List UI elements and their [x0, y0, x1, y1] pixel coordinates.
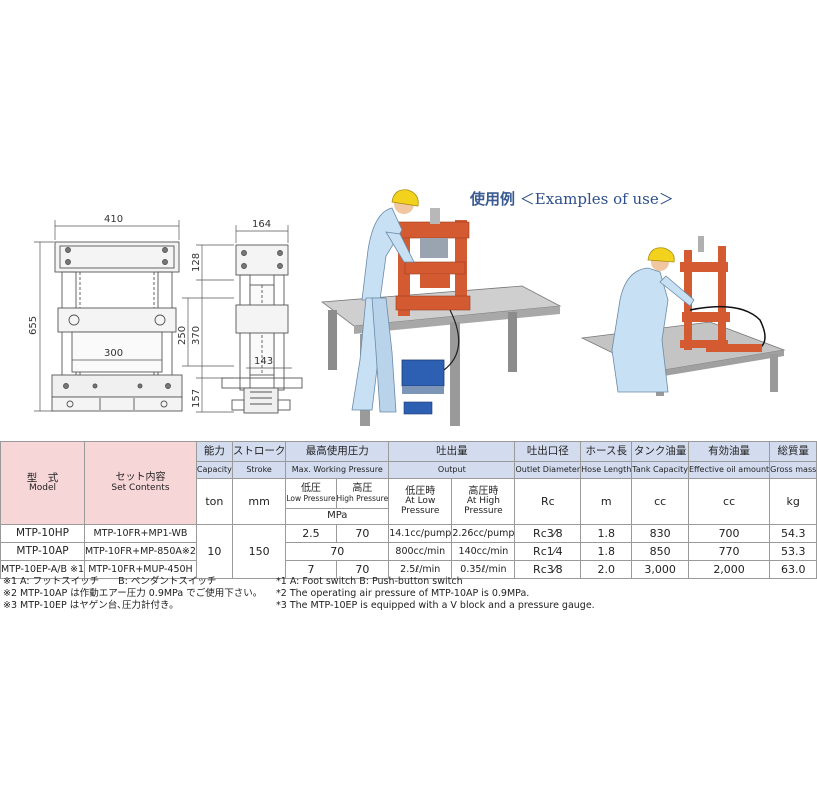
note-en-1: *1 A: Foot switch B: Push-button switch — [276, 576, 463, 587]
note-jp-3: ※3 MTP-10EP はヤゲン台､圧力計付き。 — [3, 600, 179, 611]
stroke-unit: mm — [231, 478, 287, 525]
dim-top-height: 128 — [191, 253, 202, 272]
table-row: MTP-10EP-A/B ※1 MTP-10FR+MUP-450H 7 70 2… — [0, 560, 817, 579]
gross-header-en: Gross mass — [769, 461, 817, 479]
set-contents-header: セット内容 Set Contents — [84, 441, 197, 525]
low-pressure-header: 低圧 Low Pressure — [285, 478, 337, 509]
illustration-worker-press — [320, 189, 562, 426]
note-en-2: *2 The operating air pressure of MTP-10A… — [276, 588, 530, 599]
gross-header-jp: 総質量 — [769, 441, 817, 462]
row1-outlet: Rc3⁄8 — [514, 524, 582, 543]
front-dimension-lines — [34, 220, 180, 412]
front-view-drawing — [51, 241, 183, 412]
note-jp-1: ※1 A: フットスイッチ B: ペンダントスイッチ — [3, 576, 217, 587]
examples-title-en: ＜Examples of use＞ — [519, 190, 674, 208]
note-jp-2: ※2 MTP-10AP は作動エアー圧力 0.9MPa でご使用下さい。 — [3, 588, 263, 599]
row3-set: MTP-10FR+MUP-450H — [84, 560, 197, 579]
outlet-unit: Rc — [514, 478, 582, 525]
tank-header-en: Tank Capacity — [631, 461, 689, 479]
row3-low: 7 — [285, 560, 337, 579]
high-pressure-header: 高圧 High Pressure — [335, 478, 390, 509]
row1-effective: 700 — [687, 524, 771, 543]
row2-model: MTP-10AP — [0, 542, 86, 561]
shared-stroke: 150 — [231, 524, 287, 579]
pressure-header-jp: 最高使用圧力 — [285, 441, 390, 462]
effective-header-jp: 有効油量 — [687, 441, 771, 462]
footnotes-en: *1 A: Foot switch B: Push-button switch … — [276, 576, 595, 612]
dimension-labels: 410 164 655 128 370 250 300 143 157 — [28, 214, 273, 408]
row2-tank: 850 — [631, 542, 689, 561]
tank-header-jp: タンク油量 — [631, 441, 689, 462]
row1-hose: 1.8 — [580, 524, 633, 543]
row1-high: 70 — [335, 524, 390, 543]
stroke-header-jp: ストローク — [231, 441, 287, 462]
effective-header-en: Effective oil amount — [687, 461, 771, 479]
dim-base-depth: 143 — [254, 356, 273, 367]
hose-header-en: Hose Length — [580, 461, 633, 479]
dim-inner-height: 250 — [177, 326, 188, 345]
examples-of-use-title: 使用例 ＜Examples of use＞ — [470, 188, 674, 209]
row1-low: 2.5 — [285, 524, 337, 543]
stroke-header-en: Stroke — [231, 461, 287, 479]
row3-out-low: 2.5ℓ/min — [388, 560, 453, 579]
row2-gross: 53.3 — [769, 542, 817, 561]
hose-header-jp: ホース長 — [580, 441, 633, 462]
row1-gross: 54.3 — [769, 524, 817, 543]
footnotes-jp: ※1 A: フットスイッチ B: ペンダントスイッチ ※2 MTP-10AP は… — [3, 576, 262, 612]
note-en-3: *3 The MTP-10EP is equipped with a V blo… — [276, 600, 595, 611]
row2-hose: 1.8 — [580, 542, 633, 561]
output-high-header: 高圧時 At High Pressure — [451, 478, 516, 525]
row3-tank: 3,000 — [631, 560, 689, 579]
side-view-drawing — [221, 244, 303, 414]
row3-effective: 2,000 — [687, 560, 771, 579]
dim-side-width: 164 — [252, 219, 271, 230]
row1-tank: 830 — [631, 524, 689, 543]
row3-outlet: Rc3⁄8 — [514, 560, 582, 579]
table-row: MTP-10HP MTP-10FR+MP1-WB 10 150 2.5 70 1… — [0, 524, 817, 579]
row2-out-high: 140cc/min — [451, 542, 516, 561]
capacity-unit: ton — [195, 478, 233, 525]
dim-mid-height: 370 — [191, 326, 202, 345]
row2-set: MTP-10FR+MP-850A※2 — [84, 542, 197, 561]
outlet-header-en: Outlet Diameter — [514, 461, 582, 479]
output-low-header: 低圧時 At Low Pressure — [388, 478, 453, 525]
row2-pressure: 70 — [285, 542, 390, 561]
pressure-header-en: Max. Working Pressure — [285, 461, 390, 479]
capacity-header-en: Capacity — [195, 461, 233, 479]
dim-front-width: 410 — [104, 214, 123, 225]
tank-unit: cc — [631, 478, 689, 525]
row3-hose: 2.0 — [580, 560, 633, 579]
output-header-en: Output — [388, 461, 516, 479]
table-row: MTP-10AP MTP-10FR+MP-850A※2 70 800cc/min… — [0, 542, 817, 561]
row1-out-low: 14.1cc/pump — [388, 524, 453, 543]
output-header-jp: 吐出量 — [388, 441, 516, 462]
dim-inner-width: 300 — [104, 348, 123, 359]
dim-total-height: 655 — [28, 316, 39, 335]
gross-unit: kg — [769, 478, 817, 525]
dim-bottom-height: 157 — [191, 389, 202, 408]
outlet-header-jp: 吐出口径 — [514, 441, 582, 462]
row1-set: MTP-10FR+MP1-WB — [84, 524, 197, 543]
row2-out-low: 800cc/min — [388, 542, 453, 561]
row1-out-high: 2.26cc/pump — [451, 524, 516, 543]
pressure-unit: MPa — [285, 508, 390, 525]
hose-unit: m — [580, 478, 633, 525]
row3-model: MTP-10EP-A/B ※1 — [0, 560, 86, 579]
row2-effective: 770 — [687, 542, 771, 561]
row3-gross: 63.0 — [769, 560, 817, 579]
row3-out-high: 0.35ℓ/min — [451, 560, 516, 579]
effective-unit: cc — [687, 478, 771, 525]
row1-model: MTP-10HP — [0, 524, 86, 543]
drawings-area: 410 164 655 128 370 250 300 143 157 — [28, 189, 786, 426]
illustration-worker-bench — [580, 236, 786, 396]
capacity-header-jp: 能力 — [195, 441, 233, 462]
side-dimension-lines — [182, 225, 292, 413]
shared-capacity: 10 — [195, 524, 233, 579]
examples-title-jp: 使用例 — [470, 190, 516, 208]
row2-outlet: Rc1⁄4 — [514, 542, 582, 561]
model-header: 型 式 Model — [0, 441, 86, 525]
specification-table: 型 式 Model セット内容 Set Contents 能力 ストローク 最高… — [0, 441, 817, 579]
